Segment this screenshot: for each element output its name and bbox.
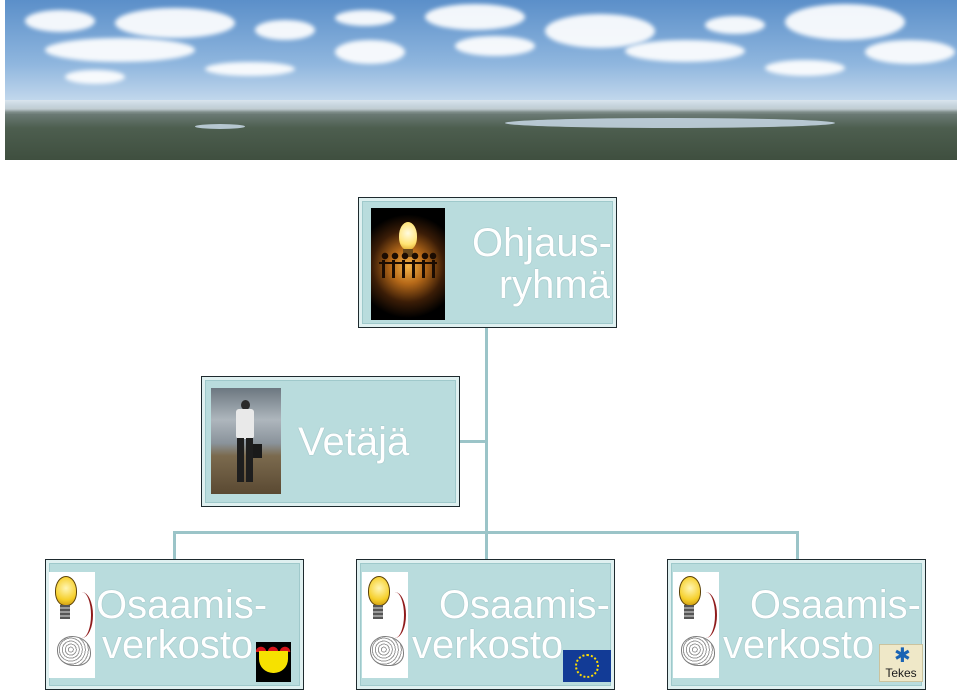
node-osaamisverkosto-2: Osaamis- verkosto xyxy=(356,559,615,690)
connector-vetaja xyxy=(459,440,486,443)
ohjausryhma-label-line2: ryhmä xyxy=(498,263,610,307)
node-osaamisverkosto-1: Osaamis- verkosto xyxy=(45,559,304,690)
node-ohjausryhma: Ohjaus- ryhmä xyxy=(358,197,617,328)
tekes-logo-icon: ✱ Tekes xyxy=(879,644,923,682)
bulb-brain-icon xyxy=(49,572,95,678)
osaamisverkosto-3-label-line1: Osaamis- xyxy=(749,583,921,627)
osaamisverkosto-2-label-line2: verkosto xyxy=(412,623,564,667)
bulb-brain-icon xyxy=(673,572,719,678)
connector-horizontal xyxy=(173,531,799,534)
karelia-coat-of-arms-icon xyxy=(256,642,291,682)
eu-flag-icon xyxy=(563,650,611,682)
bulb-brain-icon xyxy=(362,572,408,678)
osaamisverkosto-1-label-line1: Osaamis- xyxy=(96,583,268,627)
node-vetaja: Vetäjä xyxy=(201,376,460,507)
vetaja-label: Vetäjä xyxy=(298,420,410,464)
tekes-logo-text: Tekes xyxy=(885,666,917,680)
light-bulb-people-icon xyxy=(371,208,445,320)
osaamisverkosto-3-label-line2: verkosto xyxy=(723,623,875,667)
node-osaamisverkosto-3: Osaamis- verkosto ✱ Tekes xyxy=(667,559,926,690)
man-with-briefcase-icon xyxy=(211,388,281,494)
connector-top-trunk xyxy=(485,328,488,559)
connector-left-drop xyxy=(173,531,176,559)
osaamisverkosto-2-label-line1: Osaamis- xyxy=(438,583,610,627)
landscape-banner xyxy=(5,0,957,160)
osaamisverkosto-1-label-line2: verkosto xyxy=(102,623,254,667)
connector-right-drop xyxy=(796,531,799,559)
ohjausryhma-label-line1: Ohjaus- xyxy=(471,221,612,265)
